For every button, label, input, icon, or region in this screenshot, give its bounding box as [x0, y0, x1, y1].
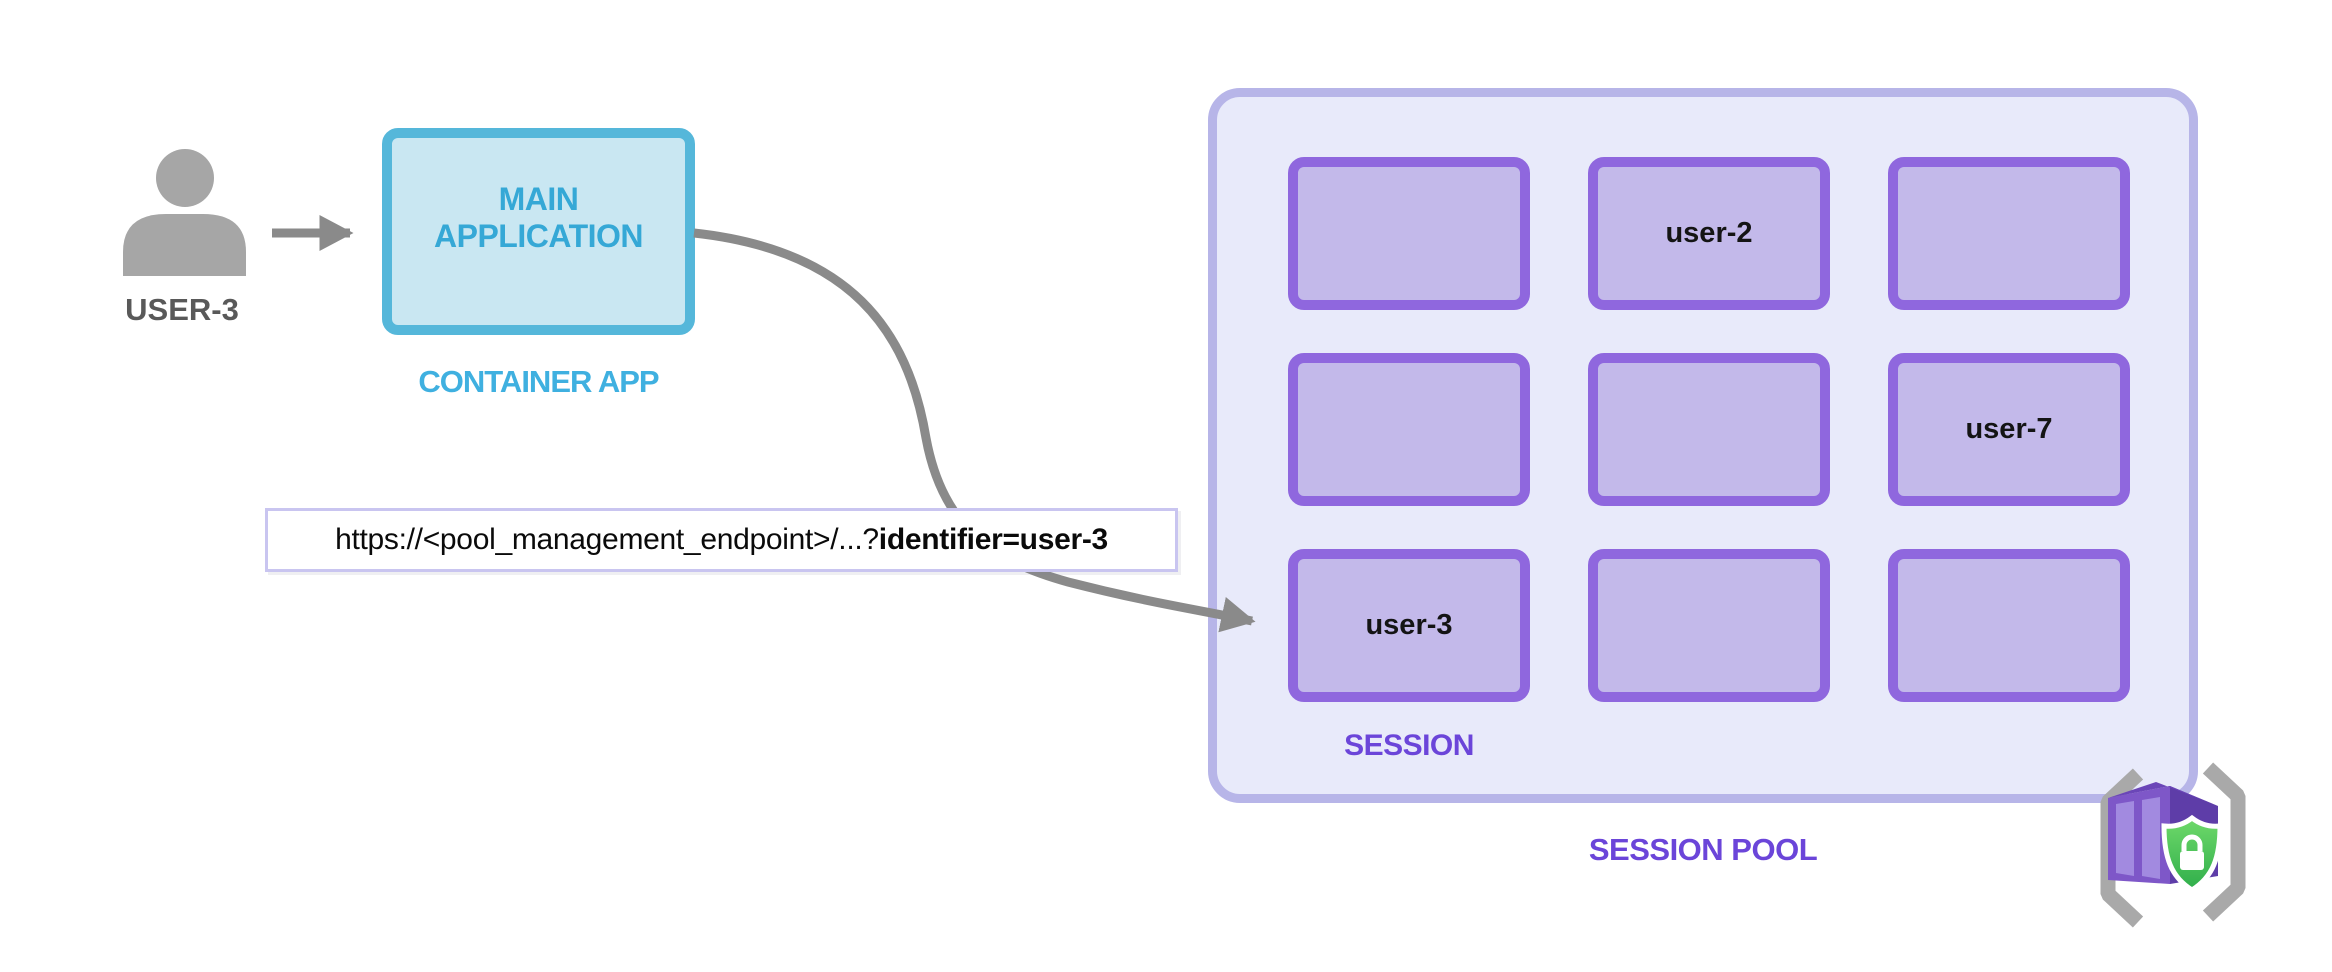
- main-application-title: MAIN APPLICATION: [433, 180, 644, 254]
- session-box: [1588, 353, 1830, 506]
- user-label: USER-3: [125, 292, 239, 327]
- session-box-user-7: user-7: [1888, 353, 2130, 506]
- session-grid: user-2 user-7 user-3: [1288, 157, 2130, 702]
- pool-management-url: https://<pool_management_endpoint>/...?i…: [265, 508, 1178, 572]
- session-pool-label: SESSION POOL: [1588, 832, 1818, 867]
- session-pool-container: user-2 user-7 user-3 SESSION: [1208, 88, 2198, 803]
- session-box: [1588, 549, 1830, 702]
- container-app-label: CONTAINER APP: [418, 364, 659, 399]
- session-label: SESSION: [1344, 729, 1474, 762]
- session-box: [1888, 157, 2130, 310]
- security-shield-lock-glyph: [2161, 814, 2223, 893]
- container-apps-security-icon: [2100, 762, 2246, 928]
- session-box-user-2: user-2: [1588, 157, 1830, 310]
- session-box: [1888, 549, 2130, 702]
- main-application-box: MAIN APPLICATION: [382, 128, 695, 335]
- user-person-icon: [123, 149, 246, 276]
- session-box-user-3: user-3: [1288, 549, 1530, 702]
- right-bracket-glyph: [2202, 762, 2246, 922]
- session-box: [1288, 157, 1530, 310]
- session-box: [1288, 353, 1530, 506]
- url-identifier: identifier=user-3: [878, 523, 1108, 556]
- url-prefix: https://<pool_management_endpoint>/...?: [335, 523, 879, 556]
